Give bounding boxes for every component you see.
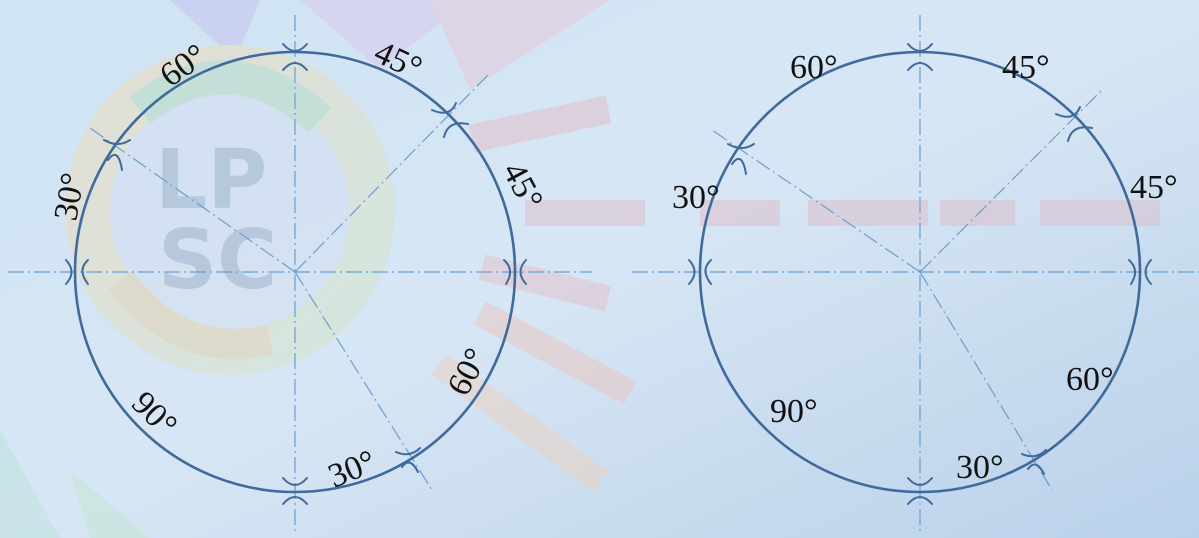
right-label-g: 30° [956, 449, 1004, 486]
mark-180 [65, 259, 89, 285]
left-45-centerline [294, 74, 489, 273]
mark-180 [688, 259, 712, 285]
mark-top [282, 43, 308, 71]
right-label-f: 90° [770, 393, 818, 430]
mark-300 [1021, 449, 1047, 475]
mark-0 [503, 259, 527, 285]
watermark-text-lp: LP [155, 133, 267, 228]
mark-300 [395, 447, 421, 473]
right-label-e: 60° [1066, 361, 1114, 398]
right-label-c: 30° [672, 179, 720, 216]
mark-45 [1055, 106, 1093, 142]
right-label-a: 60° [790, 49, 838, 86]
mark-bottom [907, 477, 933, 505]
mark-150 [103, 139, 131, 171]
right-300-centerline [919, 271, 1053, 491]
right-label-b: 45° [1002, 49, 1050, 86]
right-circle-diagram: 60° 45° 30° 45° 60° 90° 30° [632, 15, 1199, 535]
right-label-d: 45° [1130, 169, 1178, 206]
watermark-logo: LP SC [0, 0, 1160, 538]
mark-150 [727, 143, 755, 175]
mark-0 [1128, 259, 1152, 285]
left-150-centerline [89, 127, 296, 273]
watermark-text-sc: SC [158, 213, 277, 308]
left-division-marks [65, 43, 527, 505]
left-label-c: 30° [47, 170, 92, 223]
right-division-marks [688, 43, 1152, 505]
mark-top [907, 43, 933, 71]
mark-45 [431, 102, 469, 138]
right-45-centerline [919, 89, 1103, 273]
right-150-centerline [711, 129, 921, 273]
mark-bottom [282, 477, 308, 505]
